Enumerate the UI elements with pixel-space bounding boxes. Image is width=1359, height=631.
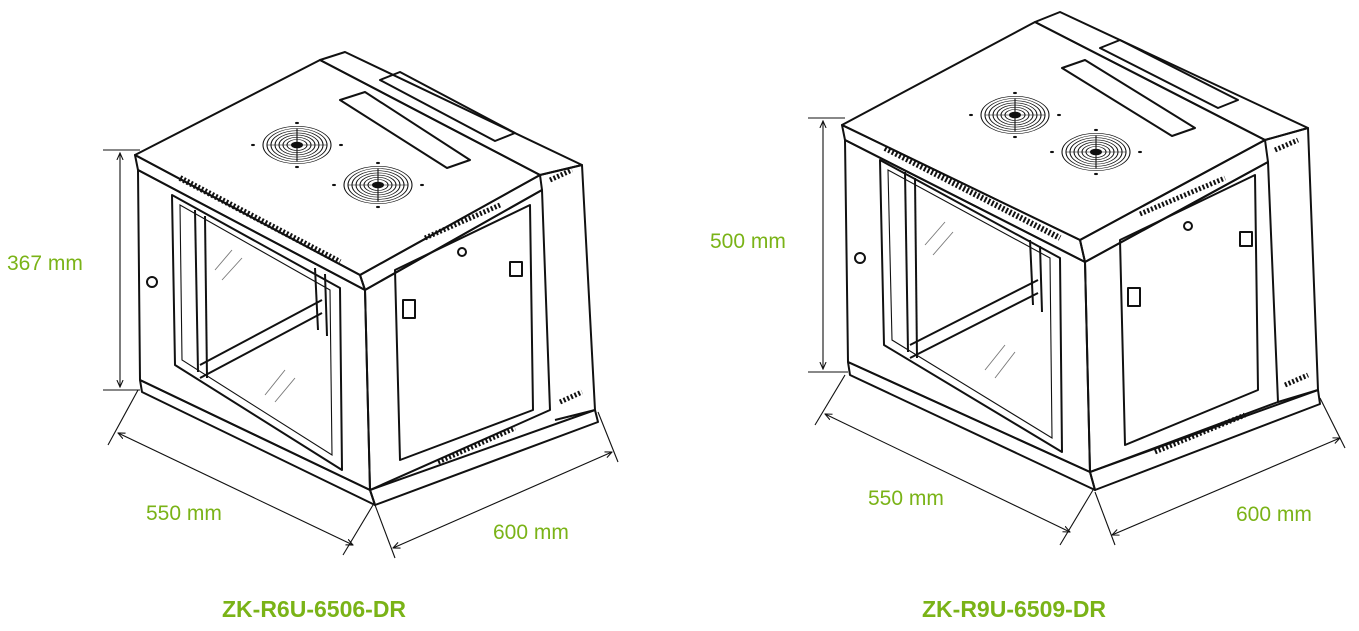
fan-icon bbox=[968, 91, 1062, 139]
width-label-6u: 600 mm bbox=[493, 521, 569, 544]
model-title-9u: ZK-R9U-6509-DR bbox=[922, 596, 1106, 622]
depth-label-6u: 550 mm bbox=[146, 502, 222, 525]
dimension-arrow bbox=[103, 149, 619, 559]
height-label-9u: 500 mm bbox=[710, 230, 786, 253]
fan-icon bbox=[250, 121, 344, 169]
cabinet-drawing-9u bbox=[841, 11, 1321, 491]
width-label-9u: 600 mm bbox=[1236, 503, 1312, 526]
fan-icon bbox=[331, 161, 425, 209]
depth-label-9u: 550 mm bbox=[868, 487, 944, 510]
fan-icon bbox=[1049, 128, 1143, 176]
model-title-6u: ZK-R6U-6506-DR bbox=[222, 596, 406, 622]
height-label-6u: 367 mm bbox=[7, 252, 83, 275]
cabinet-drawing-6u bbox=[134, 51, 599, 506]
dimension-arrow bbox=[808, 117, 1346, 546]
